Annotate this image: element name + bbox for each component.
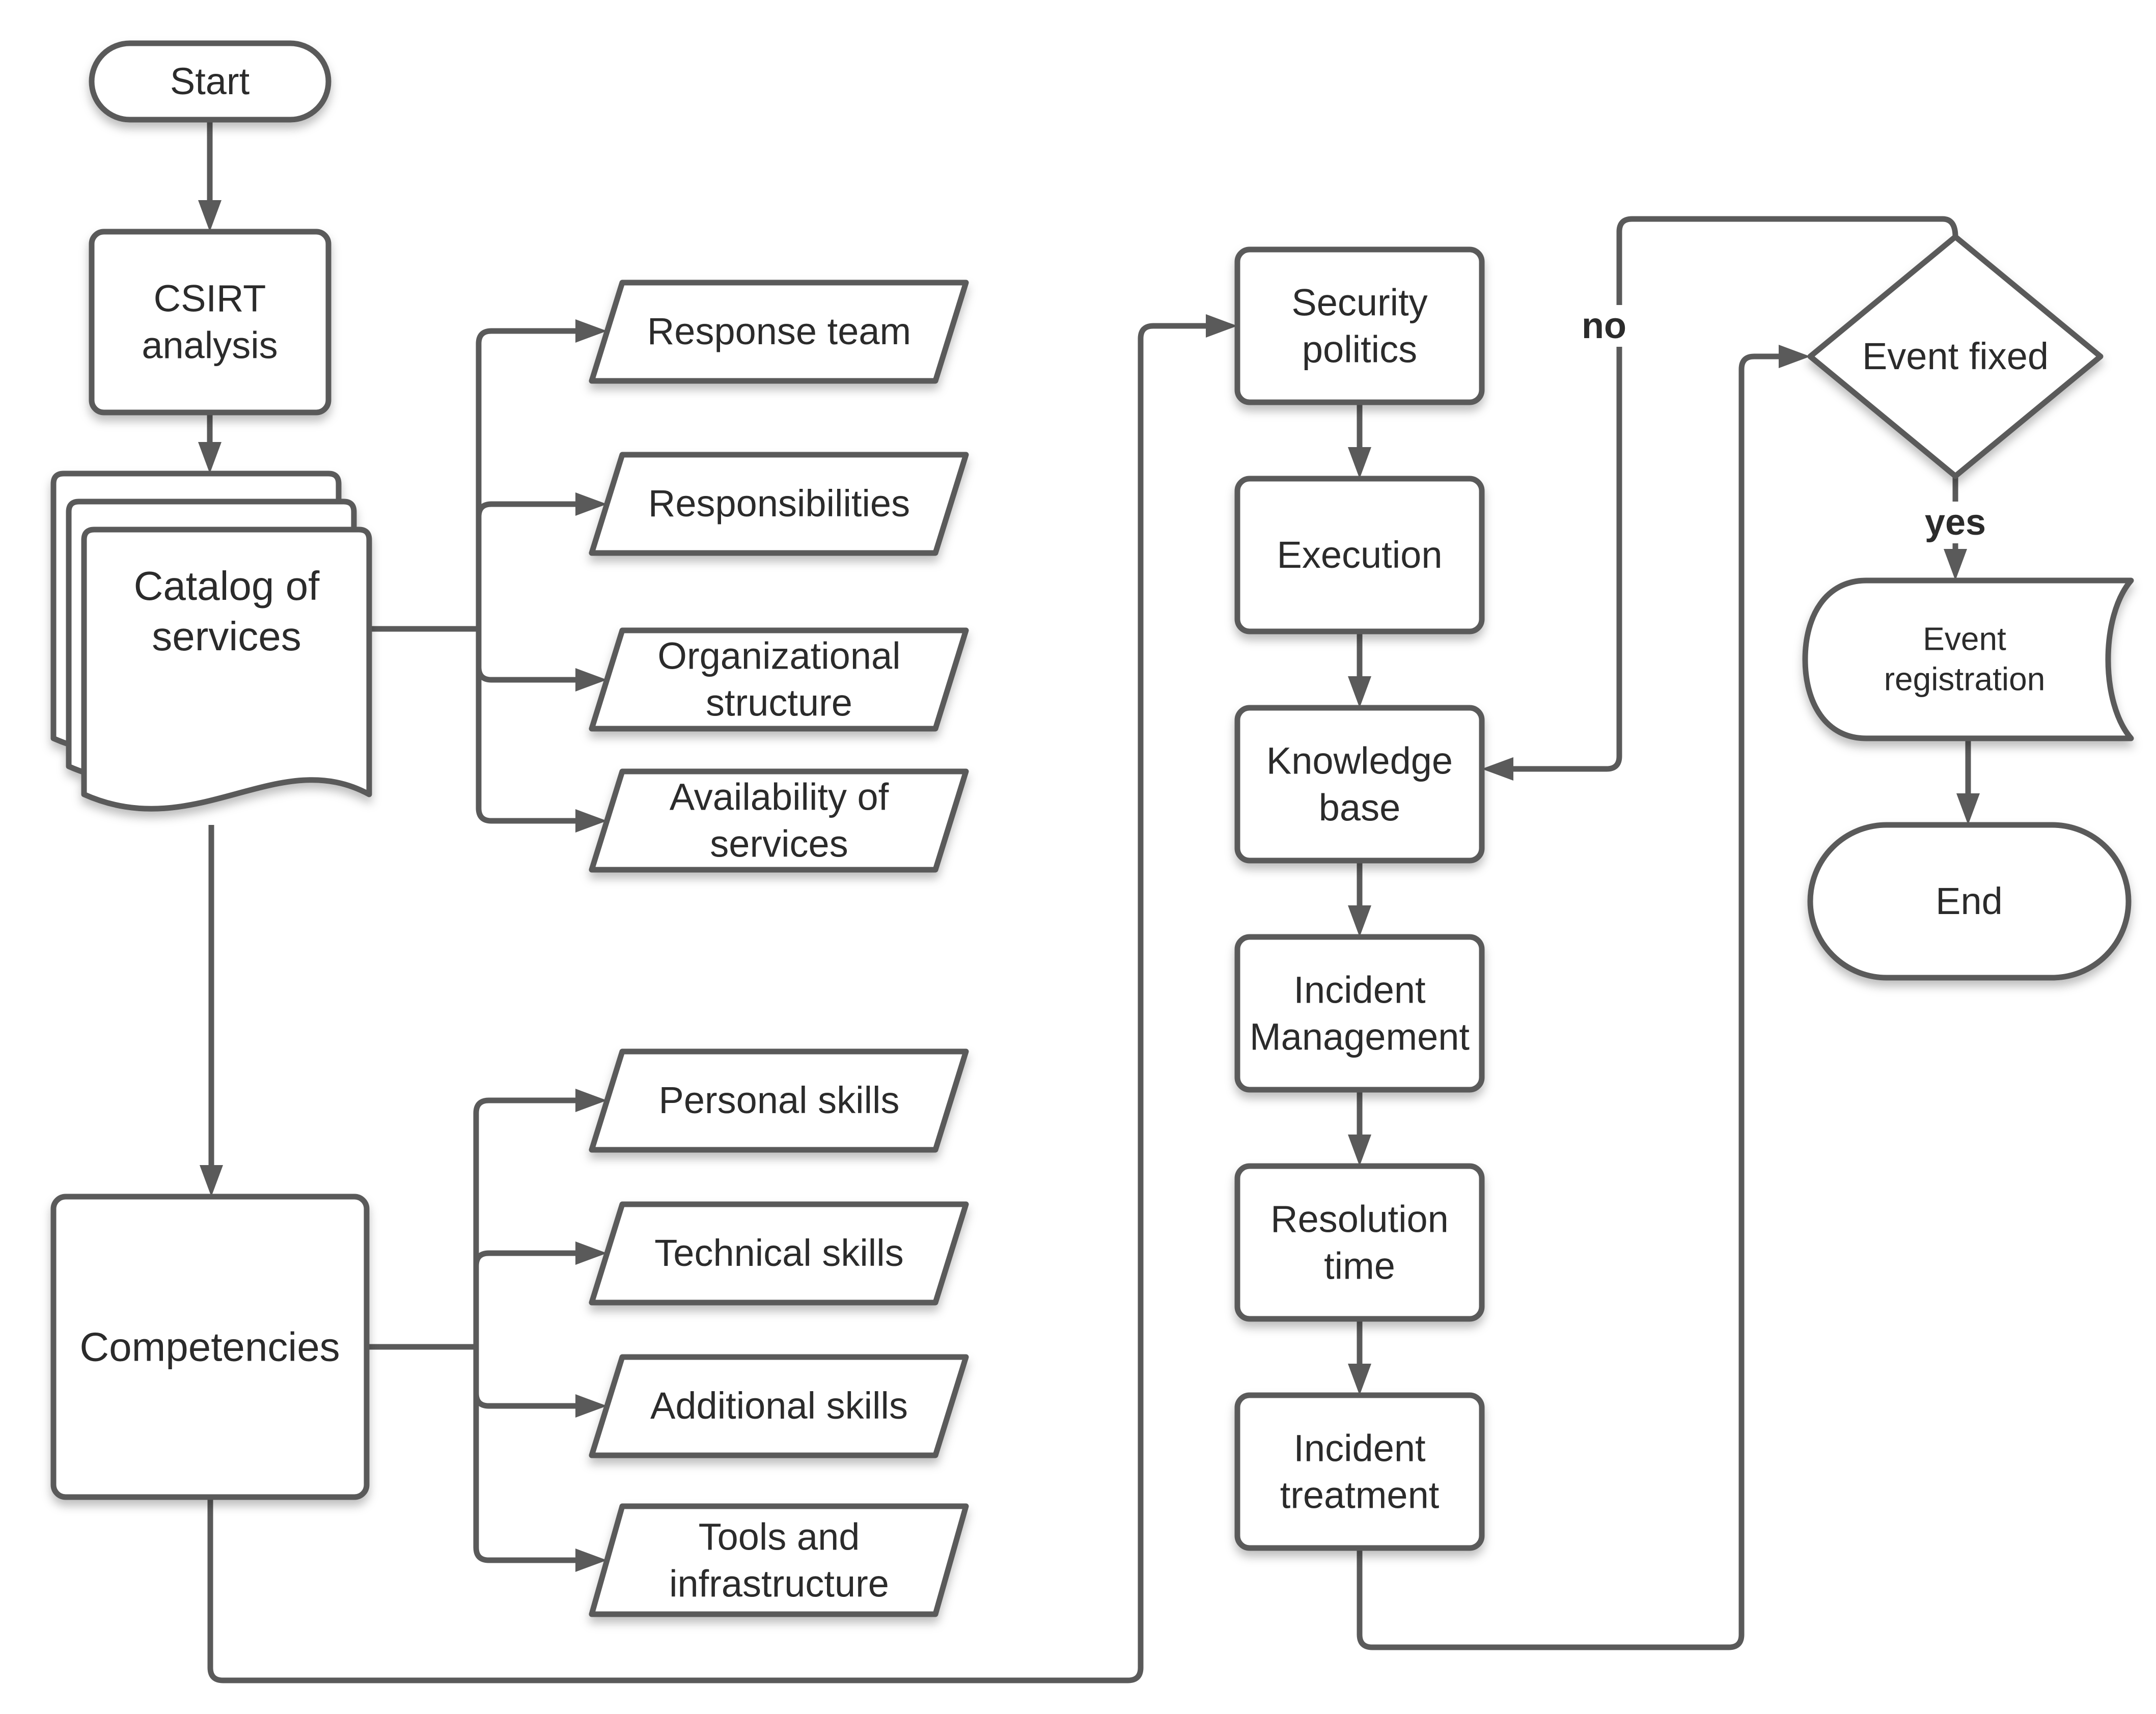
catalog-of-services-node	[50, 471, 372, 812]
response-team-label: Response team	[647, 310, 911, 353]
tools-and-infrastructure-label: Tools and infrastructure	[669, 1515, 889, 1605]
personal-skills-node	[589, 1048, 969, 1153]
edge-label-no: no	[1577, 305, 1632, 347]
catalog-of-services-label: Catalog of services	[133, 563, 320, 659]
additional-skills-label: Additional skills	[650, 1385, 908, 1427]
edge-event-fixed-no-to-knowledge	[1482, 216, 1958, 781]
edge-to-organizational-structure	[476, 629, 607, 692]
technical-skills-label: Technical skills	[654, 1232, 904, 1275]
technical-skills-node	[589, 1201, 969, 1306]
execution-label: Execution	[1277, 534, 1443, 576]
edge-to-personal-skills	[473, 1089, 607, 1347]
incident-management-label: Incident Management	[1250, 969, 1470, 1058]
end-node	[1807, 822, 2132, 981]
edge-competencies-to-security-politics	[207, 314, 1237, 1683]
response-team-node	[589, 280, 969, 384]
security-politics-label: Security politics	[1291, 281, 1428, 370]
edge-to-availability-of-services	[476, 629, 607, 833]
edge-label-yes: yes	[1919, 502, 1992, 543]
nodes	[50, 40, 2134, 1617]
event-fixed-decision-node	[1807, 234, 2104, 479]
start-label: Start	[170, 60, 250, 103]
resolution-time-label: Resolution time	[1270, 1198, 1449, 1287]
responsibilities-label: Responsibilities	[648, 482, 910, 525]
csirt-analysis-label: CSIRT analysis	[142, 277, 278, 366]
knowledge-base-label: Knowledge base	[1266, 739, 1453, 828]
organizational-structure-node	[589, 627, 969, 732]
edges	[198, 120, 1980, 1683]
competencies-node	[50, 1194, 370, 1500]
personal-skills-label: Personal skills	[658, 1079, 900, 1122]
end-label: End	[1936, 880, 2003, 923]
knowledge-base-node	[1234, 705, 1485, 864]
catalog-front-sheet	[81, 527, 372, 812]
incident-treatment-node	[1234, 1392, 1485, 1551]
start-node	[89, 40, 331, 123]
execution-node	[1234, 476, 1485, 634]
event-registration-node	[1802, 577, 2134, 741]
incident-management-node	[1234, 934, 1485, 1093]
edge-to-additional-skills	[473, 1347, 607, 1418]
csirt-analysis-node	[89, 229, 331, 416]
resolution-time-node	[1234, 1163, 1485, 1322]
incident-treatment-label: Incident treatment	[1280, 1427, 1440, 1516]
edge-to-tools-infrastructure	[473, 1347, 607, 1572]
event-fixed-label: Event fixed	[1862, 335, 2049, 378]
competencies-label: Competencies	[79, 1324, 340, 1370]
edge-to-responsibilities	[476, 492, 607, 629]
organizational-structure-label: Organizational structure	[657, 634, 901, 724]
edge-treatment-to-event-fixed	[1357, 345, 1810, 1650]
responsibilities-node	[589, 452, 969, 556]
edge-to-response-team	[476, 319, 607, 629]
additional-skills-node	[589, 1354, 969, 1458]
availability-of-services-node	[589, 768, 969, 873]
edge-to-technical-skills	[473, 1241, 607, 1347]
availability-of-services-label: Availability of services	[669, 776, 889, 865]
security-politics-node	[1234, 246, 1485, 405]
tools-and-infrastructure-node	[589, 1503, 969, 1617]
event-registration-label: Event registration	[1884, 620, 2046, 698]
